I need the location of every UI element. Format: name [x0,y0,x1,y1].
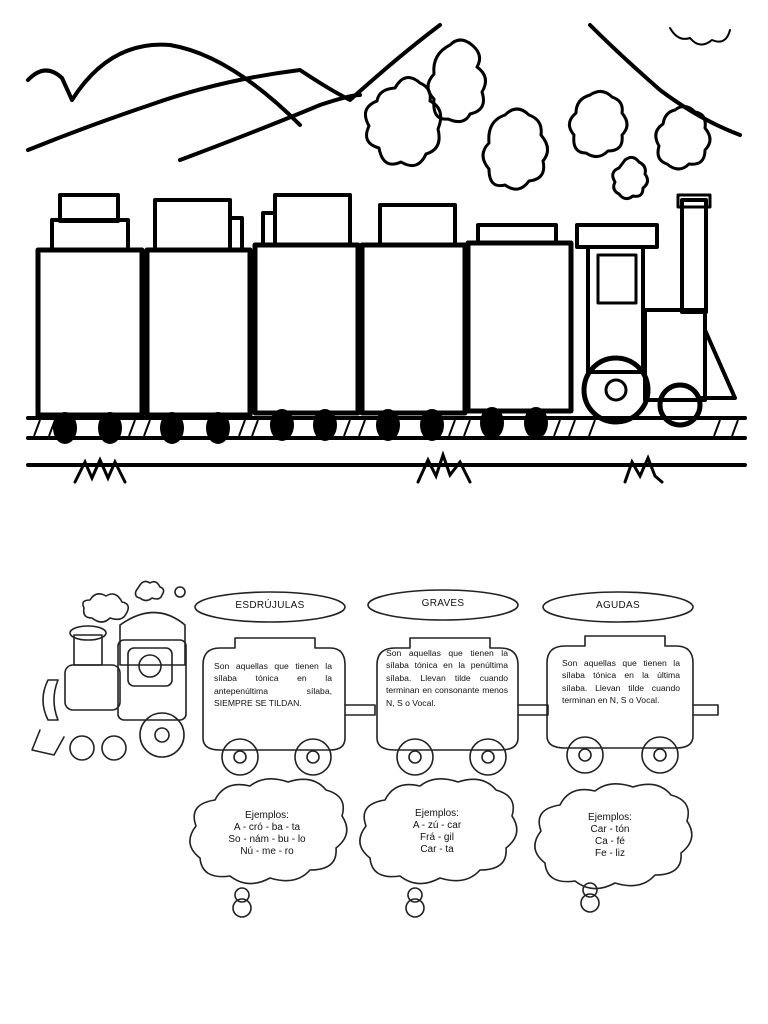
grass-tuft [73,456,127,484]
mountain-peak-right [588,23,742,137]
coloring-train-scene [26,23,747,484]
smoke-cloud [481,107,549,191]
example-word: A - zú - car [412,820,462,831]
grass-tuft [416,450,472,484]
locomotive-wheel [581,355,651,425]
example-word: Nú - me - ro [240,846,294,857]
mountain-right [26,23,442,152]
example-word: Ca - fé [594,836,625,847]
small-cloud [134,580,165,602]
category-title-agudas: AGUDAS [595,600,641,611]
wagon [252,242,361,416]
small-cloud [82,592,130,623]
grass-tuft [623,454,664,484]
small-locomotive-body [119,611,186,666]
title-oval [542,591,694,623]
locomotive-chimney [680,198,708,314]
examples-agudas: Ejemplos: Car - tón Ca - fé Fe - liz [555,812,665,860]
title-oval [194,591,346,623]
definition-esdrujulas: Son aquellas que tienen la sílaba tónica… [214,661,332,709]
title-oval [367,589,519,621]
locomotive-boiler [643,308,707,402]
mountain-left [26,42,302,127]
wagon [359,242,468,416]
locomotive-cab [586,245,645,374]
mountain-far [178,93,362,162]
category-title-esdrujulas: ESDRÚJULAS [235,600,305,611]
locomotive-wheel [657,382,703,428]
example-word: Fe - liz [595,848,625,859]
smoke-cloud [568,90,629,158]
examples-cloud [189,778,348,885]
example-word: Frá - gil [420,832,454,843]
examples-heading: Ejemplos: [415,808,459,819]
cowcatcher [698,328,737,400]
examples-esdrujulas: Ejemplos: A - cró - ba - ta So - nám - b… [212,810,322,858]
definition-wagon [376,637,519,751]
smoke-cloud [654,105,712,171]
example-word: So - nám - bu - lo [228,834,306,845]
small-locomotive-chimney [73,634,103,666]
examples-heading: Ejemplos: [588,812,632,823]
wagon [35,247,145,418]
wagon [465,240,574,414]
examples-graves: Ejemplos: A - zú - car Frá - gil Car - t… [382,808,492,856]
smoke-cloud [611,155,650,201]
example-word: Car - tón [590,824,630,835]
examples-cloud [534,783,693,890]
examples-cloud [359,778,518,885]
small-locomotive-cab [117,639,187,721]
small-locomotive-boiler [64,664,121,711]
example-word: A - cró - ba - ta [233,822,301,833]
locomotive-window [596,253,638,305]
wagon [144,247,253,418]
definition-agudas: Son aquellas que tienen la sílaba tónica… [562,658,680,706]
example-word: Car - ta [420,844,454,855]
cloud-corner [669,27,731,46]
smoke-cloud [426,38,488,124]
locomotive-chimney-cap [676,193,712,209]
examples-heading: Ejemplos: [245,810,289,821]
category-title-graves: GRAVES [421,598,465,609]
small-locomotive-window [127,647,173,687]
definition-graves: Son aquellas que tienen la sílaba tónica… [386,648,508,708]
small-locomotive-wheel [139,712,185,758]
